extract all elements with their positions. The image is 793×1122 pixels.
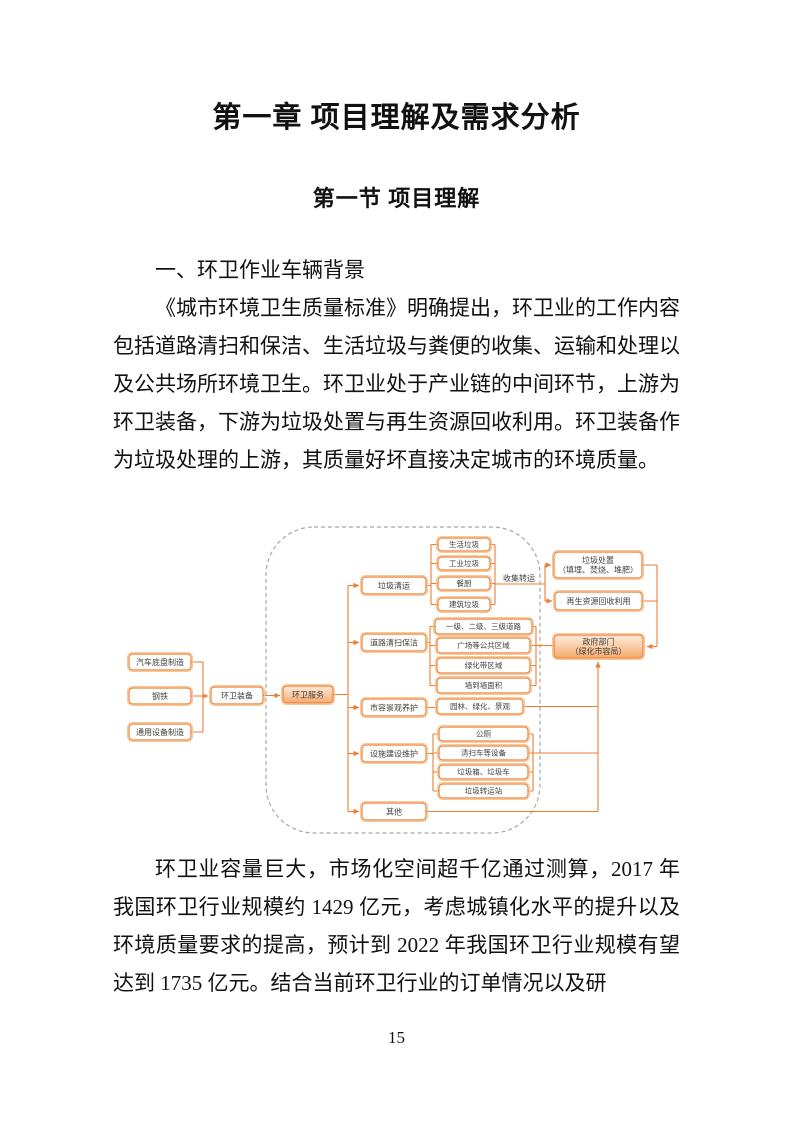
diagram-node-cat-road-cleaning: 道路清扫保洁 xyxy=(360,632,428,653)
diagram-node-transfer-station: 垃圾转运站 xyxy=(437,782,530,800)
svg-text:清扫车等设备: 清扫车等设备 xyxy=(461,748,506,758)
svg-text:市容景观养护: 市容景观养护 xyxy=(370,702,418,712)
svg-text:垃圾处置（填埋、焚烧、堆肥）: 垃圾处置（填埋、焚烧、堆肥） xyxy=(558,555,638,575)
diagram-node-wall-to-wall: 墙到墙面积 xyxy=(435,676,532,695)
svg-text:政府部门（绿化市容局）: 政府部门（绿化市容局） xyxy=(571,637,627,657)
industry-chain-diagram: 收集转运汽车底盘制造钢铁通用设备制造 环卫装备 环卫服务 垃圾清运道路清扫保洁市容景观… xyxy=(100,515,680,845)
diagram-node-sweeper-equipment: 清扫车等设备 xyxy=(437,744,530,762)
svg-text:钢铁: 钢铁 xyxy=(152,691,168,701)
diagram-node-garden-landscape: 园林、绿化、景观 xyxy=(435,697,525,716)
edge-label-collection-transfer: 收集转运 xyxy=(503,573,535,583)
page-number: 15 xyxy=(388,1028,405,1047)
svg-text:绿化带区域: 绿化带区域 xyxy=(465,660,503,670)
svg-text:广场等公共区域: 广场等公共区域 xyxy=(457,640,510,650)
diagram-node-waste-disposal: 垃圾处置（填埋、焚烧、堆肥） xyxy=(552,550,644,580)
chapter-title: 第一章 项目理解及需求分析 xyxy=(212,102,581,134)
diagram-node-sanitation-service: 环卫服务 xyxy=(281,684,335,705)
paragraph-2: 环卫业容量巨大，市场化空间超千亿通过测算，2017 年我国环卫行业规模约 142… xyxy=(113,857,680,995)
paragraph-1: 《城市环境卫生质量标准》明确提出，环卫业的工作内容包括道路清扫和保洁、生活垃圾与… xyxy=(113,296,680,472)
svg-text:建筑垃圾: 建筑垃圾 xyxy=(449,599,479,609)
diagram-node-cat-waste-clearing: 垃圾清运 xyxy=(360,575,428,596)
diagram-node-public-areas: 广场等公共区域 xyxy=(435,636,532,655)
svg-text:一级、二级、三级道路: 一级、二级、三级道路 xyxy=(446,621,521,631)
svg-text:道路清扫保洁: 道路清扫保洁 xyxy=(370,637,418,647)
svg-text:垃圾转运站: 垃圾转运站 xyxy=(465,786,503,796)
diagram-node-construction-waste: 建筑垃圾 xyxy=(436,596,492,613)
svg-text:汽车底盘制造: 汽车底盘制造 xyxy=(136,657,184,667)
svg-text:垃圾清运: 垃圾清运 xyxy=(378,580,410,590)
svg-text:其他: 其他 xyxy=(386,806,402,816)
diagram-node-chassis: 汽车底盘制造 xyxy=(127,652,193,672)
diagram-node-public-toilet: 公厕 xyxy=(437,725,530,743)
list-heading: 一、环卫作业车辆背景 xyxy=(155,258,365,282)
svg-text:再生资源回收利用: 再生资源回收利用 xyxy=(567,596,631,606)
diagram-node-bins-trucks: 垃圾箱、垃圾车 xyxy=(437,763,530,781)
svg-text:餐厨: 餐厨 xyxy=(457,579,472,588)
diagram-node-kitchen-waste: 餐厨 xyxy=(436,575,492,592)
diagram-node-cat-other: 其他 xyxy=(360,801,428,822)
diagram-node-general-equipment: 通用设备制造 xyxy=(127,722,193,742)
diagram-node-recycling: 再生资源回收利用 xyxy=(553,590,644,612)
diagram-node-steel: 钢铁 xyxy=(127,686,193,706)
body-text-block-2: 环卫业容量巨大，市场化空间超千亿通过测算，2017 年我国环卫行业规模约 142… xyxy=(113,850,680,1002)
diagram-node-government: 政府部门（绿化市容局） xyxy=(552,633,645,660)
section-title: 第一节 项目理解 xyxy=(312,186,481,211)
svg-text:环卫装备: 环卫装备 xyxy=(221,690,253,700)
diagram-node-sanitation-equipment: 环卫装备 xyxy=(209,685,265,706)
diagram-node-roads: 一级、二级、三级道路 xyxy=(433,617,534,636)
svg-text:通用设备制造: 通用设备制造 xyxy=(136,727,184,737)
diagram-node-cat-cityscape: 市容景观养护 xyxy=(360,697,428,718)
body-text-block-1: 一、环卫作业车辆背景 《城市环境卫生质量标准》明确提出，环卫业的工作内容包括道路… xyxy=(113,251,680,479)
diagram-node-green-belt: 绿化带区域 xyxy=(435,656,532,675)
svg-text:公厕: 公厕 xyxy=(476,730,491,739)
svg-text:墙到墙面积: 墙到墙面积 xyxy=(465,680,503,690)
diagram-node-cat-facility: 设施建设维护 xyxy=(360,743,428,764)
svg-text:工业垃圾: 工业垃圾 xyxy=(449,558,479,568)
svg-text:园林、绿化、景观: 园林、绿化、景观 xyxy=(450,701,510,711)
diagram-node-domestic-waste: 生活垃圾 xyxy=(436,536,492,553)
svg-text:垃圾箱、垃圾车: 垃圾箱、垃圾车 xyxy=(457,767,510,777)
diagram-boundary xyxy=(265,526,541,834)
svg-text:生活垃圾: 生活垃圾 xyxy=(449,539,479,549)
diagram-node-industrial-waste: 工业垃圾 xyxy=(436,555,492,572)
svg-text:环卫服务: 环卫服务 xyxy=(292,689,324,699)
svg-text:设施建设维护: 设施建设维护 xyxy=(370,748,418,758)
